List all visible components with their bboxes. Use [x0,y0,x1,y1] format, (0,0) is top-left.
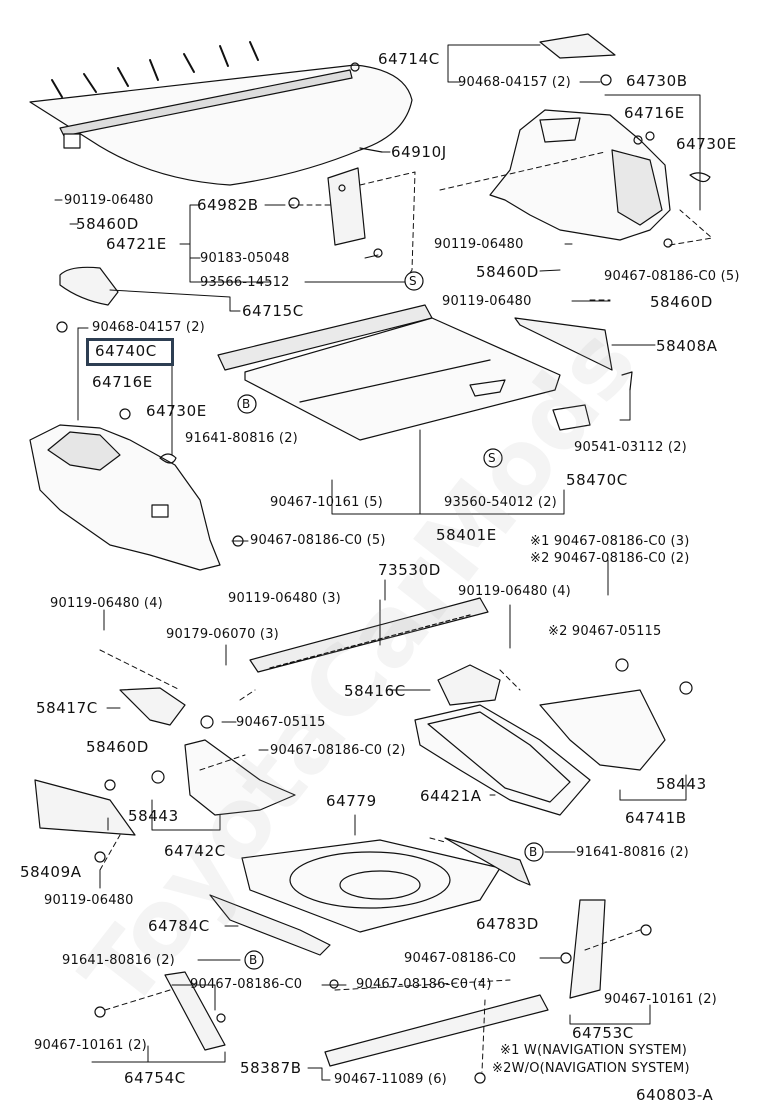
part-label[interactable]: 58409A [20,863,82,881]
part-label[interactable]: 64784C [148,917,210,935]
part-label[interactable]: 90119-06480 [442,294,532,309]
part-label[interactable]: 64716E [92,373,153,391]
part-label[interactable]: 64783D [476,915,539,933]
floor-board-64779 [241,837,531,933]
part-label[interactable]: 58460D [650,293,713,311]
marker-circles [237,271,544,970]
part-label[interactable]: 93560-54012 (2) [444,495,557,510]
diagram-code: 640803-A [636,1086,714,1104]
right-box-64741B [539,658,693,771]
part-label[interactable]: 58460D [76,215,139,233]
tonneau-cover-64910J [29,41,413,186]
part-label[interactable]: 93566-14512 [200,275,290,290]
part-label[interactable]: 58417C [36,699,98,717]
part-label[interactable]: 64982B [197,196,259,214]
part-label[interactable]: 64753C [572,1024,634,1042]
part-label[interactable]: 90541-03112 (2) [574,440,687,455]
part-label[interactable]: 90467-08186-C0 (4) [356,977,492,992]
part-label[interactable]: 90119-06480 [44,893,134,908]
left-quarter-trim [29,408,244,571]
part-label[interactable]: 90467-08186-C0 [404,951,517,966]
part-label[interactable]: 64730E [146,402,207,420]
part-label[interactable]: 64742C [164,842,226,860]
part-label[interactable]: 90119-06480 (4) [458,584,571,599]
storage-tray-64421A [414,704,591,816]
part-label[interactable]: 91641-80816 (2) [62,953,175,968]
part-label[interactable]: 64721E [106,235,167,253]
side-cover-panel [288,167,383,258]
part-label[interactable]: 64716E [624,104,685,122]
part-label[interactable]: 64730E [676,135,737,153]
part-label[interactable]: ※2 90467-08186-C0 (2) [530,551,690,566]
marker-s-2: S [488,451,496,465]
note-with-navigation: ※1 W(NAVIGATION SYSTEM) [500,1043,688,1058]
part-label[interactable]: 90119-06480 (4) [50,596,163,611]
part-label[interactable]: 58387B [240,1059,302,1077]
part-label[interactable]: ※2 90467-05115 [548,624,662,639]
part-label[interactable]: 90467-10161 (5) [270,495,383,510]
part-label[interactable]: 90467-08186-C0 (5) [604,269,740,284]
part-label[interactable]: 90183-05048 [200,251,290,266]
part-label[interactable]: 58443 [656,775,707,793]
part-label[interactable]: 64754C [124,1069,186,1087]
part-label[interactable]: 90467-10161 (2) [34,1038,147,1053]
bottom-trims [94,894,652,1084]
part-label[interactable]: 73530D [378,561,441,579]
part-label[interactable]: 58460D [86,738,149,756]
part-label[interactable]: 58401E [436,526,497,544]
left-small-cover [56,266,119,333]
marker-b-1: B [242,397,251,411]
part-label[interactable]: 90468-04157 (2) [92,320,205,335]
leader-lines [54,44,701,1081]
dashed-guides [99,151,713,1073]
part-label[interactable]: 90467-08186-C0 (5) [250,533,386,548]
part-label[interactable]: 90119-06480 (3) [228,591,341,606]
part-label[interactable]: 64741B [625,809,687,827]
rail-73530D [249,597,489,673]
left-box-64742C [151,715,296,816]
part-label[interactable]: 64779 [326,792,377,810]
part-label[interactable]: 91641-80816 (2) [576,845,689,860]
part-label[interactable]: 90119-06480 [434,237,524,252]
part-label[interactable]: 58443 [128,807,179,825]
part-label[interactable]: 64714C [378,50,440,68]
part-label[interactable]: 64730B [626,72,688,90]
part-label[interactable]: 64910J [391,143,447,161]
part-label[interactable]: 90467-05115 [236,715,326,730]
part-label[interactable]: 58416C [344,682,406,700]
part-label[interactable]: 90467-08186-C0 (2) [270,743,406,758]
brackets [119,664,501,726]
part-label[interactable]: 90467-10161 (2) [604,992,717,1007]
part-label[interactable]: 90119-06480 [64,193,154,208]
marker-s-1: S [409,274,417,288]
part-label[interactable]: 90467-11089 (6) [334,1072,447,1087]
right-side-panel [514,317,633,431]
part-label[interactable]: 90179-06070 (3) [166,627,279,642]
highlighted-part-label[interactable]: 64740C [95,342,157,360]
deck-board-58401E [217,304,561,441]
part-label[interactable]: ※1 90467-08186-C0 (3) [530,534,690,549]
part-label[interactable]: 58408A [656,337,718,355]
part-label[interactable]: 58460D [476,263,539,281]
part-label[interactable]: 90467-08186-C0 [190,977,303,992]
part-label[interactable]: 90468-04157 (2) [458,75,571,90]
part-label[interactable]: 58470C [566,471,628,489]
note-without-navigation: ※2W/O(NAVIGATION SYSTEM) [492,1061,690,1076]
highlight-box [86,338,174,366]
marker-b-3: B [249,953,258,967]
side-panel-58409A [34,779,136,863]
part-label[interactable]: 64715C [242,302,304,320]
part-label[interactable]: 91641-80816 (2) [185,431,298,446]
part-label[interactable]: 64421A [420,787,482,805]
marker-b-2: B [529,845,538,859]
right-quarter-trim [489,33,711,248]
